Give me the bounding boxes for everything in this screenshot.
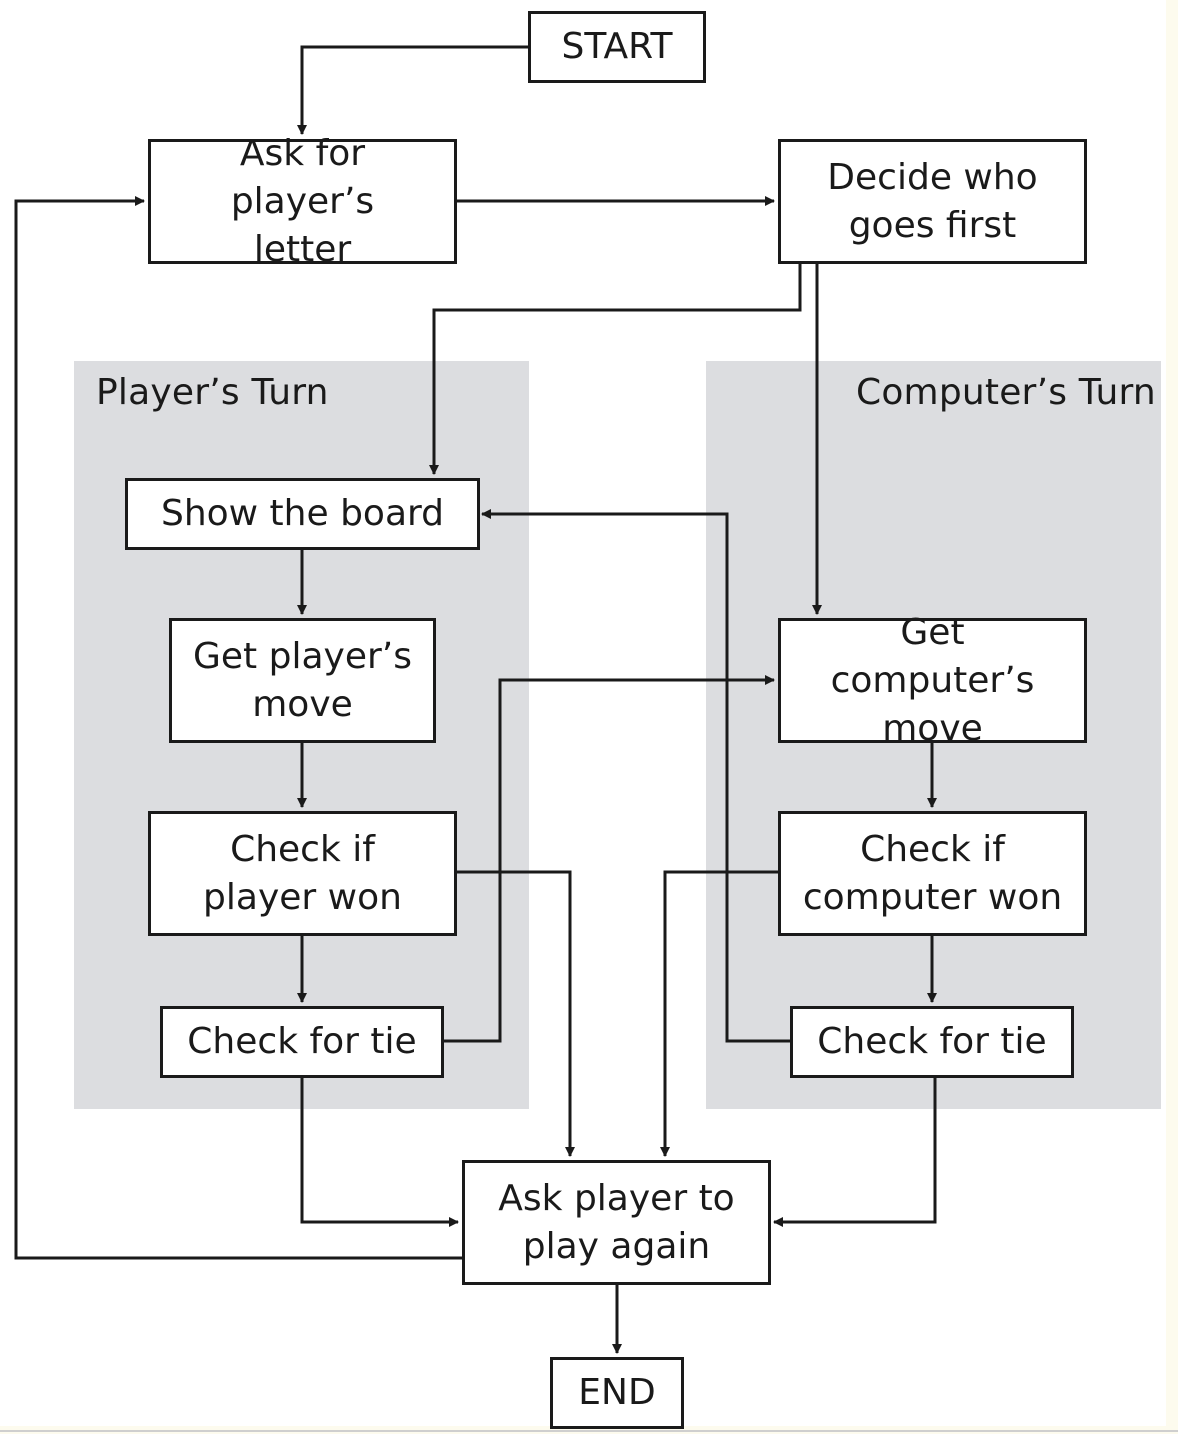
ask-play-again-node: Ask player to play again <box>462 1160 771 1285</box>
get-player-move-node: Get player’s move <box>169 618 436 743</box>
check-tie-computer-node: Check for tie <box>790 1006 1074 1078</box>
computer-turn-label: Computer’s Turn <box>856 372 1156 413</box>
decide-who-goes-first-node: Decide who goes first <box>778 139 1087 264</box>
show-board-node: Show the board <box>125 478 480 550</box>
check-player-won-node: Check if player won <box>148 811 457 936</box>
ask-player-letter-node: Ask for player’s letter <box>148 133 457 270</box>
check-tie-player-node: Check for tie <box>160 1006 444 1078</box>
check-computer-won-node: Check if computer won <box>778 811 1087 936</box>
start-node: START <box>528 11 706 83</box>
end-node: END <box>550 1357 684 1429</box>
page-divider <box>0 1430 1178 1432</box>
get-computer-move-node: Get computer’s move <box>778 612 1087 749</box>
player-turn-label: Player’s Turn <box>96 372 329 413</box>
